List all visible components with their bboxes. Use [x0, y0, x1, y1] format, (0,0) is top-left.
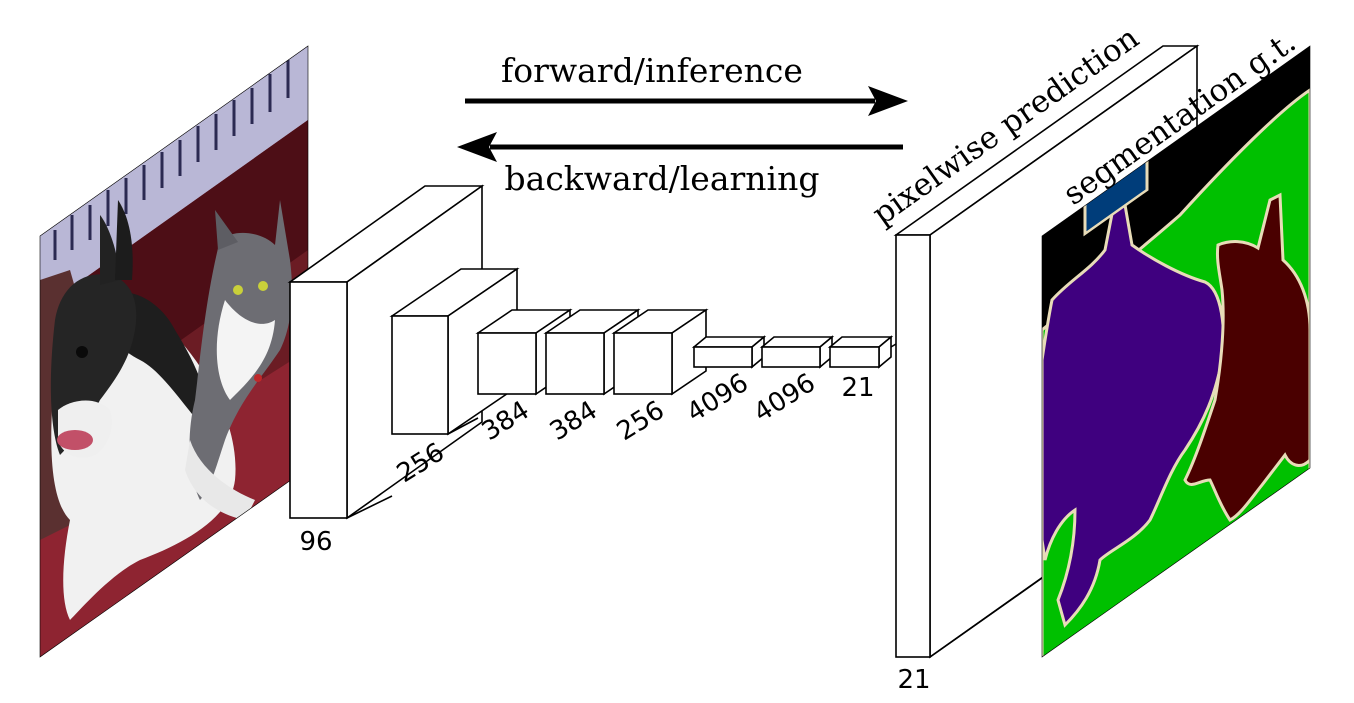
connector-conv2-conv3: [447, 417, 479, 435]
layer-conv5-block: [611, 308, 709, 396]
connector-prediction-gt: [929, 577, 1043, 658]
layer-conv1-label: 96: [299, 527, 332, 557]
layer-fc7-label: 4096: [749, 368, 821, 429]
forward-label: forward/inference: [501, 51, 803, 90]
connector-score-prediction: [890, 343, 897, 348]
layer-score-label: 21: [841, 373, 874, 403]
forward-arrow: [465, 86, 908, 116]
layer-score-block: [827, 335, 894, 369]
connector-conv1-conv2: [346, 495, 393, 519]
backward-arrow: [457, 132, 903, 162]
layer-fc6-block: [691, 335, 767, 369]
layer-fc7-block: [759, 335, 835, 369]
layer-prediction-label: 21: [897, 665, 930, 695]
input-image: [40, 46, 308, 657]
layer-conv4-label: 384: [545, 395, 603, 447]
layer-conv5-label: 256: [612, 395, 670, 447]
backward-label: backward/learning: [505, 159, 820, 198]
segmentation-mask-frame: [1041, 45, 1311, 658]
